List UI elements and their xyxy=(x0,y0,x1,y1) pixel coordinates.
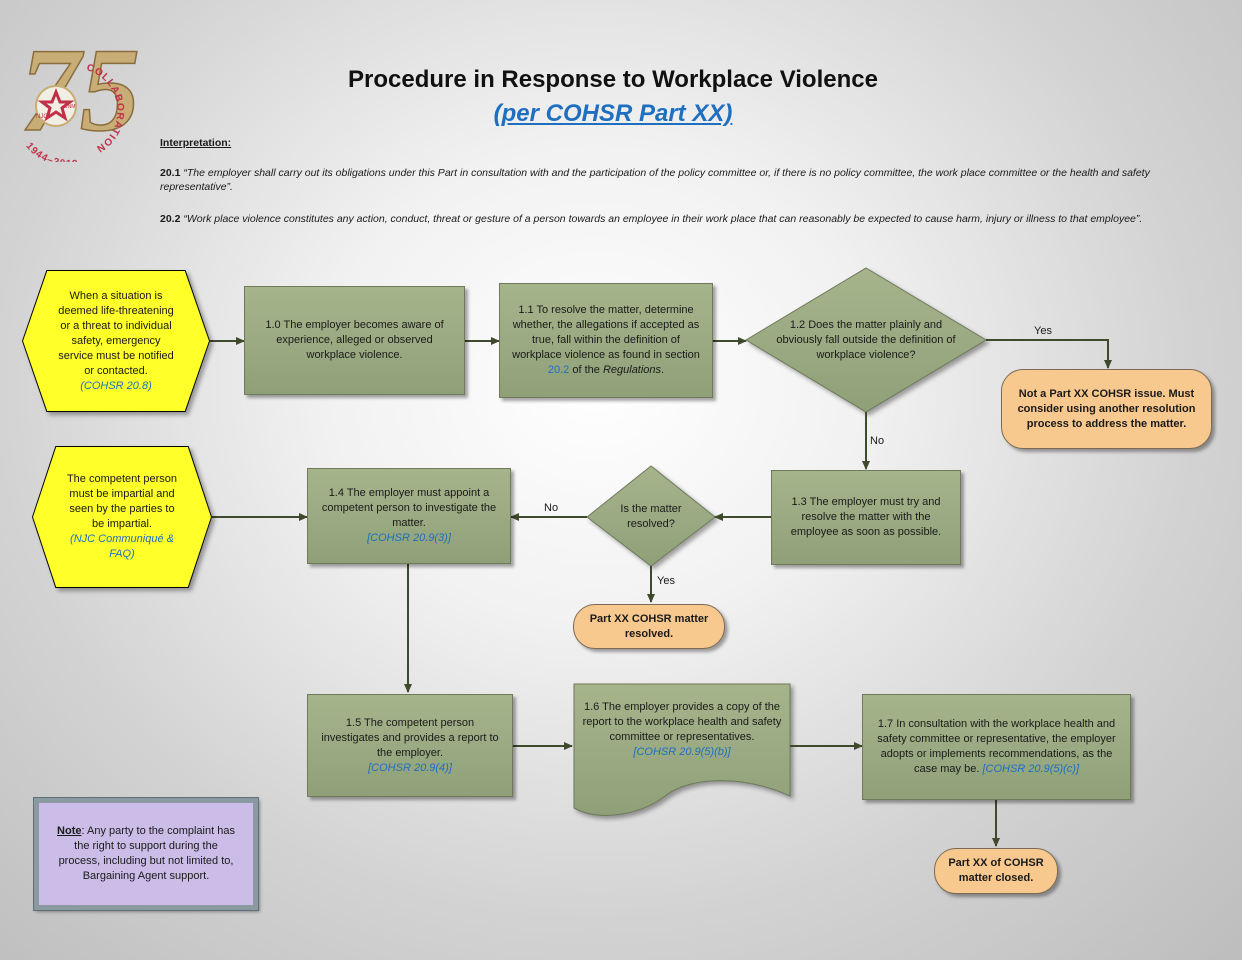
clause-number-20-2: 20.2 xyxy=(160,213,181,225)
page-subtitle: (per COHSR Part XX) xyxy=(493,100,733,127)
label-no-1: No xyxy=(870,435,885,447)
hexagon-emergency-ref: (COHSR 20.8) xyxy=(80,379,152,392)
page-title: Procedure in Response to Workplace Viole… xyxy=(348,66,878,93)
terminal-not-part-xx-text: Not a Part XX COHSR issue. Must consider… xyxy=(1017,387,1196,430)
interpretation-20-2: 20.2 “Work place violence constitutes an… xyxy=(160,212,1190,226)
logo-number: 75 xyxy=(20,23,138,156)
step-1-1-end: . xyxy=(661,364,665,376)
step-1-5: 1.5 The competent person investigates an… xyxy=(307,694,513,797)
terminal-not-part-xx: Not a Part XX COHSR issue. Must consider… xyxy=(1001,369,1212,449)
decision-resolved-text: Is the matter resolved? xyxy=(620,503,682,530)
step-1-7-text: 1.7 In consultation with the workplace h… xyxy=(877,718,1116,775)
arrow-1-2-yes xyxy=(986,339,1112,369)
step-1-3-text: 1.3 The employer must try and resolve th… xyxy=(790,496,942,538)
hexagon-impartial-text: The competent person must be impartial a… xyxy=(66,473,178,530)
step-1-7: 1.7 In consultation with the workplace h… xyxy=(862,694,1131,800)
document-shape-1-6 xyxy=(573,683,791,816)
step-1-1-ref: 20.2 xyxy=(547,364,570,376)
step-1-3: 1.3 The employer must try and resolve th… xyxy=(771,470,961,565)
step-1-0: 1.0 The employer becomes aware of experi… xyxy=(244,286,465,395)
anniversary-logo: 75 NJC CNM COLLABORATION 1944–2019 xyxy=(19,22,138,162)
note-text: : Any party to the complaint has the rig… xyxy=(58,825,235,882)
logo-left-text: NJC xyxy=(36,114,48,120)
clause-text-20-2: “Work place violence constitutes any act… xyxy=(183,213,1143,225)
label-no-2: No xyxy=(544,502,559,514)
terminal-closed: Part XX of COHSR matter closed. xyxy=(934,848,1058,894)
terminal-resolved: Part XX COHSR matter resolved. xyxy=(573,604,725,649)
terminal-closed-text: Part XX of COHSR matter closed. xyxy=(948,857,1044,884)
step-1-1-text-a: 1.1 To resolve the matter, determine whe… xyxy=(512,304,700,361)
step-1-4: 1.4 The employer must appoint a competen… xyxy=(307,468,511,564)
clause-number-20-1: 20.1 xyxy=(160,167,181,179)
label-yes-1: Yes xyxy=(1034,325,1052,337)
clause-text-20-1: “The employer shall carry out its obliga… xyxy=(160,167,1150,193)
label-yes-2: Yes xyxy=(657,575,675,587)
hexagon-emergency-text: When a situation is deemed life-threaten… xyxy=(58,289,174,377)
interpretation-heading: Interpretation: xyxy=(160,137,232,149)
step-1-1: 1.1 To resolve the matter, determine whe… xyxy=(499,283,713,398)
step-1-4-ref: [COHSR 20.9(3)] xyxy=(367,532,451,544)
decision-1-2-text: 1.2 Does the matter plainly and obviousl… xyxy=(776,318,956,361)
step-1-5-ref: [COHSR 20.9(4)] xyxy=(368,761,452,774)
step-1-1-regulations: Regulations xyxy=(602,364,662,376)
terminal-resolved-text: Part XX COHSR matter resolved. xyxy=(589,612,709,640)
step-1-5-text: 1.5 The competent person investigates an… xyxy=(321,716,499,759)
note-label: Note xyxy=(57,825,82,837)
step-1-6: 1.6 The employer provides a copy of the … xyxy=(576,698,788,762)
step-1-6-text: 1.6 The employer provides a copy of the … xyxy=(582,701,782,743)
hexagon-impartial: The competent person must be impartial a… xyxy=(32,446,212,588)
step-1-7-ref: [COHSR 20.9(5)(c)] xyxy=(982,763,1080,775)
step-1-4-text: 1.4 The employer must appoint a competen… xyxy=(321,487,497,529)
step-1-0-text: 1.0 The employer becomes aware of experi… xyxy=(265,319,444,361)
hexagon-emergency: When a situation is deemed life-threaten… xyxy=(22,270,210,412)
step-1-6-ref: [COHSR 20.9(5)(b)] xyxy=(633,746,731,758)
logo-right-text: CNM xyxy=(64,104,75,110)
step-1-1-text-b: of the xyxy=(572,364,600,376)
note-box: Note: Any party to the complaint has the… xyxy=(33,797,259,911)
interpretation-20-1: 20.1 “The employer shall carry out its o… xyxy=(160,166,1190,194)
hexagon-impartial-ref: (NJC Communiqué & FAQ) xyxy=(70,533,174,560)
